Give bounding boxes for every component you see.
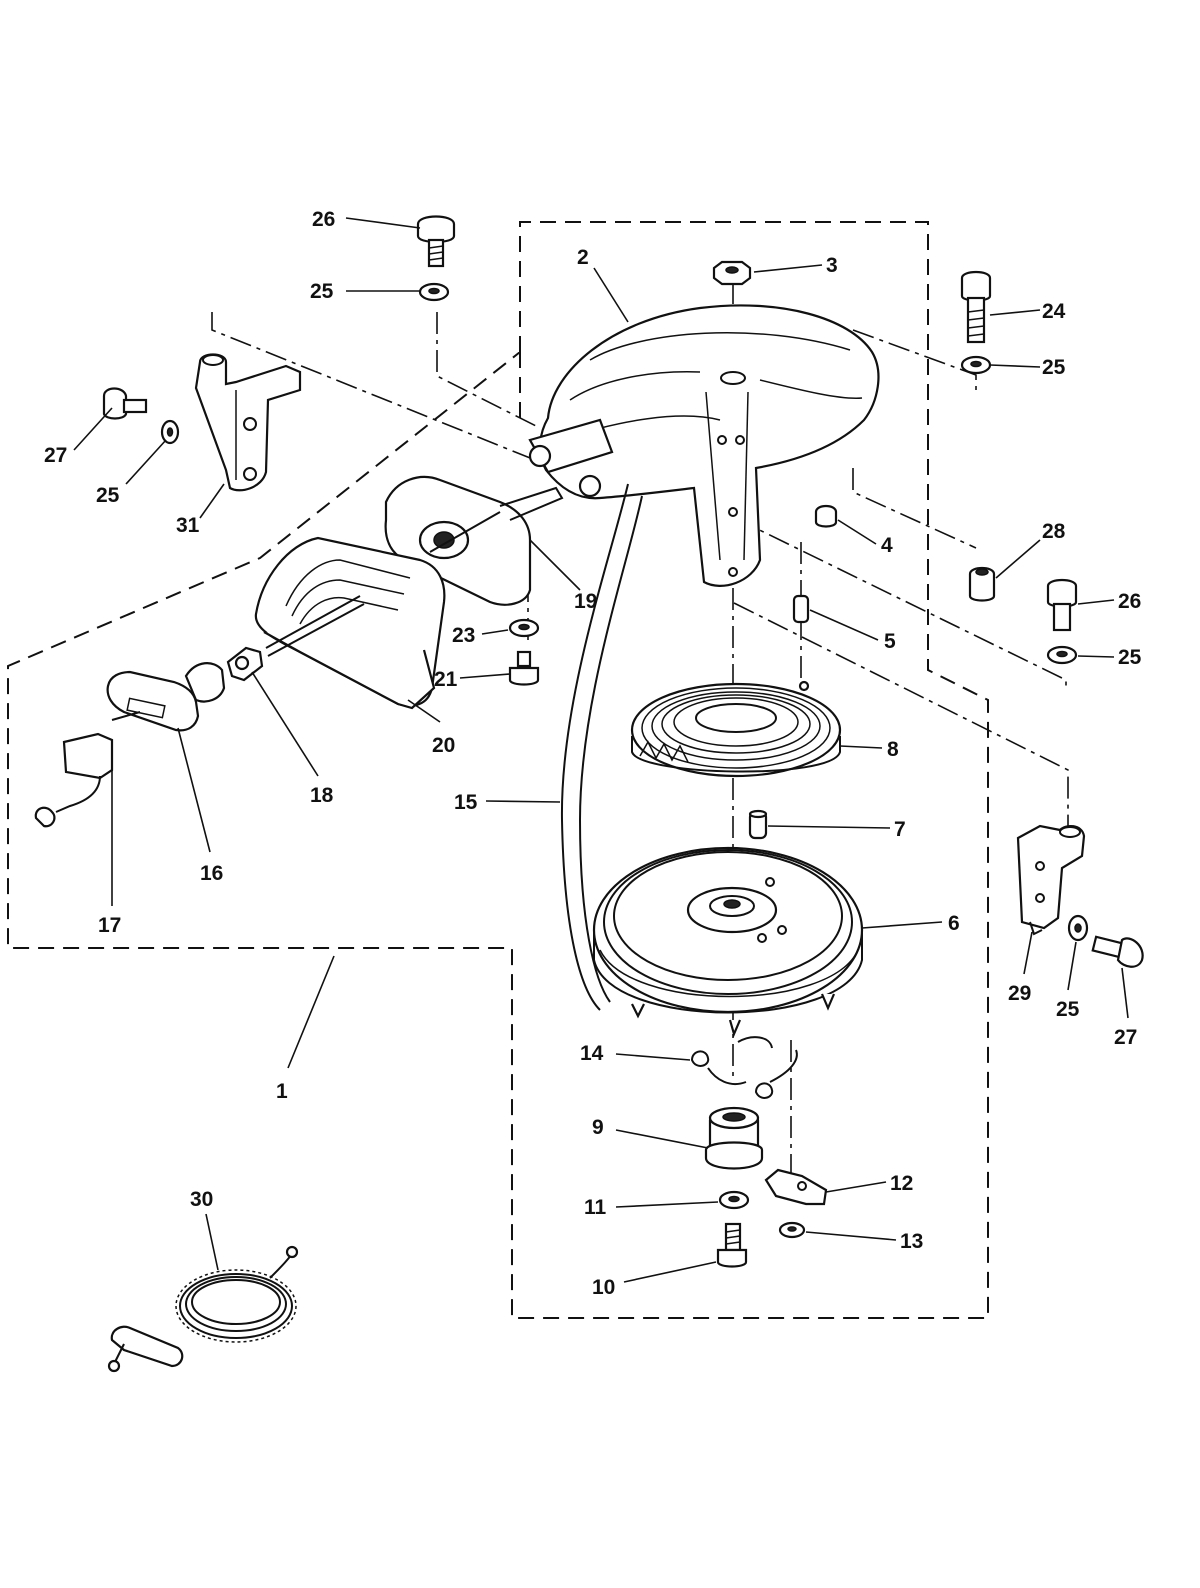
washer-11 [718, 1190, 750, 1210]
part-label: 12 [890, 1172, 913, 1195]
part-label: 30 [190, 1188, 213, 1211]
handle-bezel-20 [254, 536, 446, 710]
rewind-spring-8 [630, 680, 842, 778]
part-label: 20 [432, 734, 455, 757]
part-label: 17 [98, 914, 121, 937]
screw-27-right [1091, 935, 1144, 968]
leader-lines [73, 217, 1129, 1283]
part-label: 27 [44, 444, 67, 467]
bolt-24 [960, 270, 992, 344]
bushing-7 [748, 809, 768, 840]
retainer-13 [778, 1221, 806, 1239]
bolt-26-top [416, 215, 456, 268]
part-label: 13 [900, 1230, 923, 1253]
part-label: 25 [1042, 356, 1066, 379]
part-label: 1 [276, 1080, 288, 1103]
part-label: 5 [884, 630, 896, 653]
screw-27-left [102, 387, 148, 420]
rope-handle-16 [106, 662, 226, 732]
part-label: 25 [1118, 646, 1142, 669]
sleeve-28 [968, 566, 996, 602]
washer-25-right-lower [1046, 645, 1078, 665]
washer-25-right [960, 355, 992, 375]
springs-14 [690, 1036, 798, 1099]
part-label: 16 [200, 862, 223, 885]
assembly-outline [7, 221, 989, 1319]
part-label: 3 [826, 254, 838, 277]
part-label: 25 [96, 484, 120, 507]
part-number-labels: 26 25 2 3 24 25 27 25 31 4 28 19 26 23 5… [44, 208, 1142, 1299]
part-label: 26 [1118, 590, 1141, 613]
pin-5 [792, 594, 810, 624]
washer-23 [508, 618, 540, 638]
washer-25-left [160, 419, 180, 445]
rope-anchor-18 [226, 646, 264, 682]
bracket-29 [1016, 824, 1086, 936]
washer-25-lower-right [1067, 914, 1089, 942]
part-label: 14 [580, 1042, 604, 1065]
part-label: 19 [574, 590, 597, 613]
part-label: 26 [312, 208, 335, 231]
part-label: 18 [310, 784, 334, 807]
part-label: 11 [584, 1196, 607, 1219]
part-label: 4 [881, 534, 893, 557]
starter-rope [265, 511, 501, 657]
part-label: 29 [1008, 982, 1031, 1005]
drive-cam-9 [704, 1106, 764, 1170]
spacer-4 [814, 504, 838, 528]
part-label: 25 [1056, 998, 1080, 1021]
part-label: 2 [577, 246, 589, 269]
bolt-26-right [1046, 578, 1078, 632]
part-label: 10 [592, 1276, 615, 1299]
part-label: 8 [887, 738, 899, 761]
washer-25-top [418, 282, 450, 302]
part-label: 7 [894, 818, 906, 841]
emergency-rope-30 [107, 1245, 299, 1373]
part-label: 31 [176, 514, 200, 537]
part-label: 28 [1042, 520, 1066, 543]
part-label: 27 [1114, 1026, 1137, 1049]
pawl-12 [764, 1168, 828, 1206]
part-label: 21 [434, 668, 458, 691]
part-label: 23 [452, 624, 475, 647]
part-label: 25 [310, 280, 334, 303]
screw-21 [508, 650, 540, 686]
part-label: 6 [948, 912, 960, 935]
part-label: 24 [1042, 300, 1066, 323]
rope-pulley-6 [592, 846, 864, 1038]
cable-guide-19 [384, 475, 564, 606]
part-label: 15 [454, 791, 478, 814]
nut-3 [712, 260, 752, 286]
clip-17 [34, 711, 141, 828]
part-label: 9 [592, 1116, 604, 1139]
bracket-31 [194, 353, 302, 492]
screw-10 [716, 1222, 748, 1268]
